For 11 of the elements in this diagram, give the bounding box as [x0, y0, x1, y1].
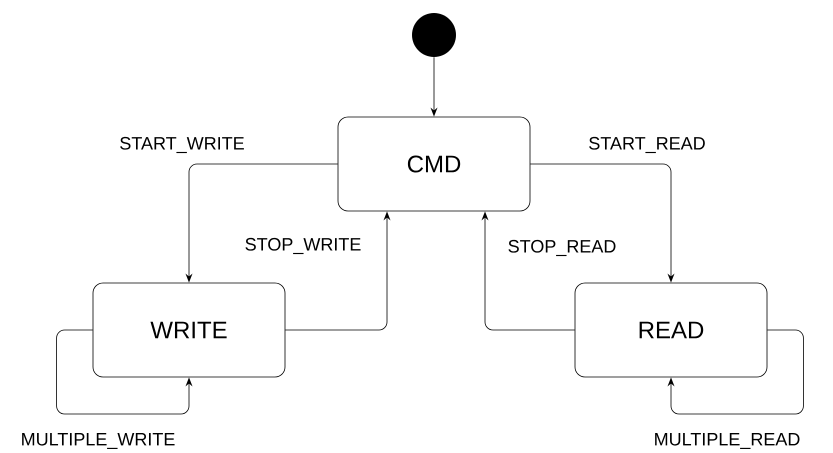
start-dot — [412, 13, 456, 57]
arrow — [667, 330, 804, 414]
state-box: CMD — [338, 116, 530, 212]
state-box: WRITE — [92, 282, 286, 378]
edge-label: START_WRITE — [120, 136, 244, 154]
edge-label: STOP_READ — [508, 240, 616, 256]
edge-label: STOP_WRITE — [245, 238, 361, 254]
edge-label: MULTIPLE_READ — [655, 433, 800, 449]
edge-label: MULTIPLE_WRITE — [22, 433, 175, 449]
state-box: READ — [574, 282, 768, 378]
edge-label: START_READ — [589, 136, 705, 154]
